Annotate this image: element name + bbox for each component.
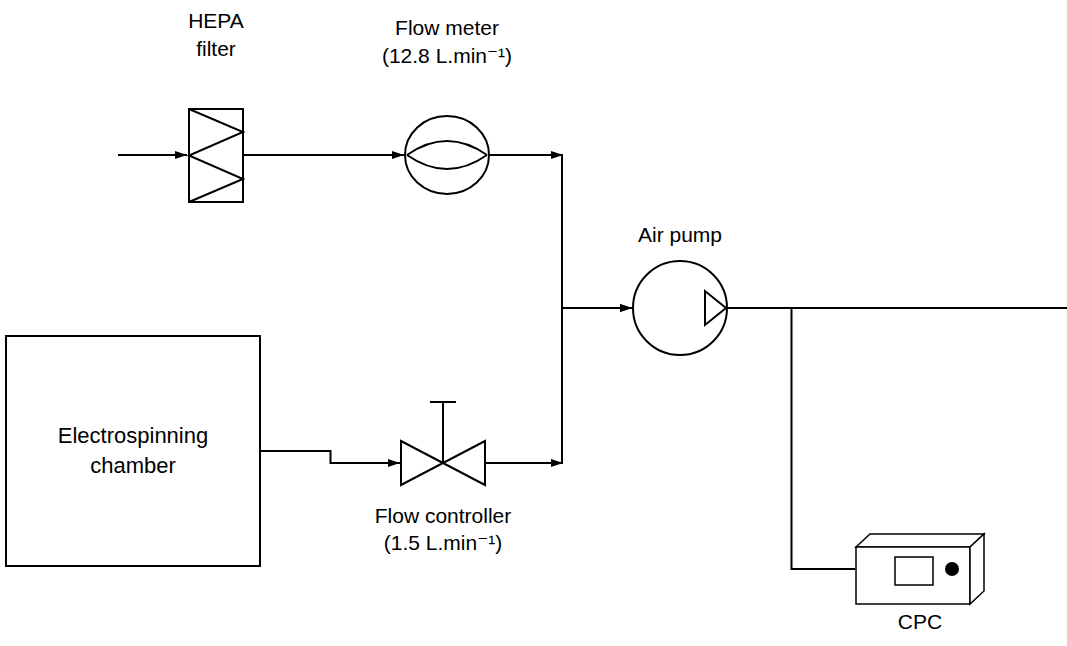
flow-line — [244, 154, 404, 156]
box-label: Electrospinning chamber — [43, 421, 223, 480]
inlet-arrow — [118, 154, 187, 156]
cpc-device-symbol — [855, 533, 985, 605]
flow-meter-symbol — [404, 115, 490, 195]
flow-line — [486, 308, 632, 463]
flow-line — [728, 308, 855, 569]
air-pump-symbol — [632, 260, 728, 356]
hepa-filter: HEPA filter — [188, 108, 244, 203]
component-label: Air pump — [638, 221, 722, 248]
hepa-filter-symbol — [188, 108, 244, 203]
component-label: Flow controller (1.5 L.min⁻¹) — [356, 502, 531, 557]
flow-line — [261, 451, 400, 463]
flow-controller-symbol — [400, 440, 486, 486]
component-label: Flow meter (12.8 L.min⁻¹) — [372, 14, 522, 69]
air-pump: Air pump — [632, 260, 728, 356]
component-label: CPC — [898, 608, 942, 635]
electrospinning-chamber: Electrospinning chamber — [5, 335, 261, 567]
flow-controller: Flow controller (1.5 L.min⁻¹) — [400, 440, 486, 486]
component-label: HEPA filter — [171, 7, 261, 62]
cpc-device: CPC — [855, 533, 985, 605]
flow-meter: Flow meter (12.8 L.min⁻¹) — [404, 115, 490, 195]
flow-line — [490, 155, 632, 308]
